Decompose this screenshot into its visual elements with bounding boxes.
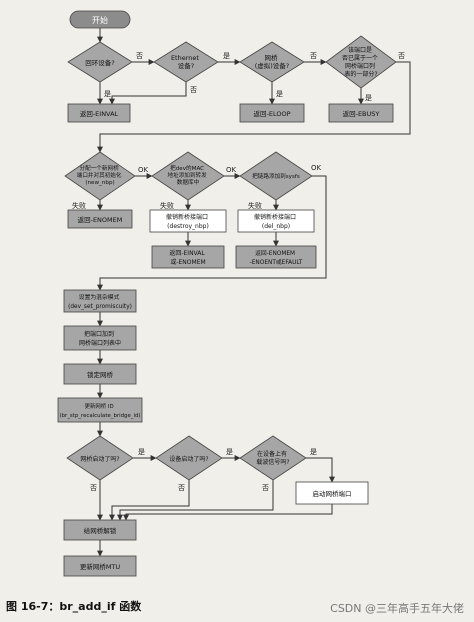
arrow-ethernet-einval [109, 82, 187, 105]
label-belongs-yes: 是 [365, 94, 372, 102]
enable-bridge-port-label: 启动网桥端口 [313, 489, 352, 498]
decision-bridge-up: 网桥启动了吗? [66, 435, 134, 481]
add-port-to-list: 把端口加到 网桥端口列表中 [63, 325, 137, 351]
label-devup-no: 否 [178, 484, 185, 492]
return-einval-label: 返回-EINVAL [80, 110, 119, 118]
unlock-bridge: 给网桥解锁 [63, 519, 137, 541]
decision-ethernet: Ethernet 设备? [153, 41, 219, 83]
label-loopback-yes: 是 [104, 90, 111, 98]
decision-add-mac-label: 把dev的MAC 地址添加到转发 数据库中 [168, 164, 209, 186]
label-bridge-no: 否 [310, 52, 317, 60]
lock-bridge: 锁定网桥 [63, 363, 137, 385]
label-bridgeup-yes: 是 [138, 448, 145, 456]
label-carrier-yes: 是 [310, 448, 317, 456]
update-bridge-id-label: 更新网桥 ID (br_stp_recalculate_bridge_id) [60, 402, 141, 419]
enable-bridge-port: 启动网桥端口 [295, 481, 369, 505]
label-sysfs-ok: OK [311, 164, 322, 172]
set-promiscuity: 设置为混杂模式 (dev_set_promiscuity) [63, 289, 137, 313]
label-bridgeup-no: 否 [90, 484, 97, 492]
return-enomem-enoent-efault: 返回-ENOMEM -ENOENT或EFAULT [235, 245, 317, 269]
decision-bridge-device: 网桥 (虚拟)设备? [239, 41, 305, 83]
return-ebusy: 返回-EBUSY [328, 103, 394, 123]
label-ethernet-yes: 是 [223, 52, 230, 60]
label-addmac-fail: 失败 [160, 201, 174, 210]
arrow-belongs-alloc [97, 61, 411, 153]
start-node: 开始 [69, 10, 131, 29]
watermark: CSDN @三年高手五年大佬 [330, 602, 464, 615]
label-loopback-no: 否 [136, 52, 143, 60]
figure-caption: 图 16-7：br_add_if 函数 [6, 600, 142, 613]
decision-carrier-label: 在设备上有 载波信号吗? [256, 450, 289, 466]
return-einval: 返回-EINVAL [67, 103, 131, 123]
decision-carrier: 在设备上有 载波信号吗? [239, 435, 307, 481]
label-alloc-fail: 失败 [72, 201, 86, 210]
return-eloop-label: 返回-ELOOP [254, 110, 291, 118]
arrow-sysfs-promisc [97, 175, 327, 291]
return-einval-or-enomem-label: 返回-EINVAL 或-ENOMEM [169, 250, 206, 266]
return-enomem-enoent-label: 返回-ENOMEM -ENOENT或EFAULT [250, 250, 303, 266]
edge-labels: 否 是 否 是 是 否 是 否 OK 失败 OK 失败 OK 失败 是 是 是 … [72, 52, 405, 492]
decision-add-mac: 把dev的MAC 地址添加到转发 数据库中 [151, 151, 225, 201]
return-enomem-label: 返回-ENOMEM [78, 216, 123, 224]
label-belongs-no: 否 [398, 52, 405, 60]
del-nbp: 撤销新桥接端口 (del_nbp) [237, 209, 315, 233]
label-alloc-ok: OK [138, 166, 149, 174]
update-bridge-mtu-label: 更新网桥MTU [80, 562, 121, 571]
decision-loopback-label: 回环设备? [85, 58, 114, 67]
return-eloop: 返回-ELOOP [239, 103, 305, 123]
decision-alloc-label: 分配一个新网桥 端口并对其初始化 (new_nbp) [77, 164, 124, 186]
update-bridge-mtu: 更新网桥MTU [63, 555, 137, 577]
del-nbp-label: 撤销新桥接端口 (del_nbp) [254, 213, 298, 230]
return-enomem: 返回-ENOMEM [67, 209, 133, 229]
decision-belongs-to-bridge: 该端口是 否已属于一个 网桥端口列 表的一部分? [325, 35, 397, 89]
nodes: 开始 回环设备? Ethernet 设备? 网桥 (虚拟)设备? 该端口是 [57, 10, 397, 577]
connectors [97, 28, 411, 557]
label-devup-yes: 是 [226, 448, 233, 456]
label-bridge-yes: 是 [276, 90, 283, 98]
destroy-nbp-label: 撤销新桥接端口 (destroy_nbp) [166, 213, 210, 230]
label-sysfs-fail: 失败 [248, 201, 262, 210]
decision-bridge-device-label: 网桥 (虚拟)设备? [255, 53, 290, 70]
decision-loopback: 回环设备? [67, 41, 133, 83]
label-addmac-ok: OK [226, 166, 237, 174]
decision-add-sysfs-label: 把链路添加到sysfs [252, 172, 300, 180]
update-bridge-id: 更新网桥 ID (br_stp_recalculate_bridge_id) [57, 397, 143, 423]
decision-belongs-label: 该端口是 否已属于一个 网桥端口列 表的一部分? [342, 46, 380, 78]
arrow-enable-unlock [123, 504, 333, 521]
label-ethernet-no: 否 [190, 86, 197, 94]
return-ebusy-label: 返回-EBUSY [343, 110, 380, 118]
decision-device-up: 设备启动了吗? [155, 435, 223, 481]
unlock-bridge-label: 给网桥解锁 [84, 526, 117, 535]
decision-device-up-label: 设备启动了吗? [169, 455, 208, 463]
arrow-carrier-unlock [117, 480, 274, 521]
decision-ethernet-label: Ethernet 设备? [171, 54, 201, 70]
label-carrier-no: 否 [262, 484, 269, 492]
add-port-label: 把端口加到 网桥端口列表中 [79, 330, 121, 347]
start-label: 开始 [92, 15, 108, 25]
arrow-devup-unlock [109, 480, 190, 521]
set-promiscuity-label: 设置为混杂模式 (dev_set_promiscuity) [68, 293, 132, 310]
destroy-nbp: 撤销新桥接端口 (destroy_nbp) [149, 209, 227, 233]
arrow-carrier-enable [306, 457, 335, 483]
decision-bridge-up-label: 网桥启动了吗? [80, 455, 119, 463]
return-einval-or-enomem: 返回-EINVAL 或-ENOMEM [151, 245, 225, 269]
decision-alloc-port: 分配一个新网桥 端口并对其初始化 (new_nbp) [64, 151, 136, 201]
lock-bridge-label: 锁定网桥 [87, 370, 114, 379]
decision-add-sysfs: 把链路添加到sysfs [239, 151, 313, 201]
